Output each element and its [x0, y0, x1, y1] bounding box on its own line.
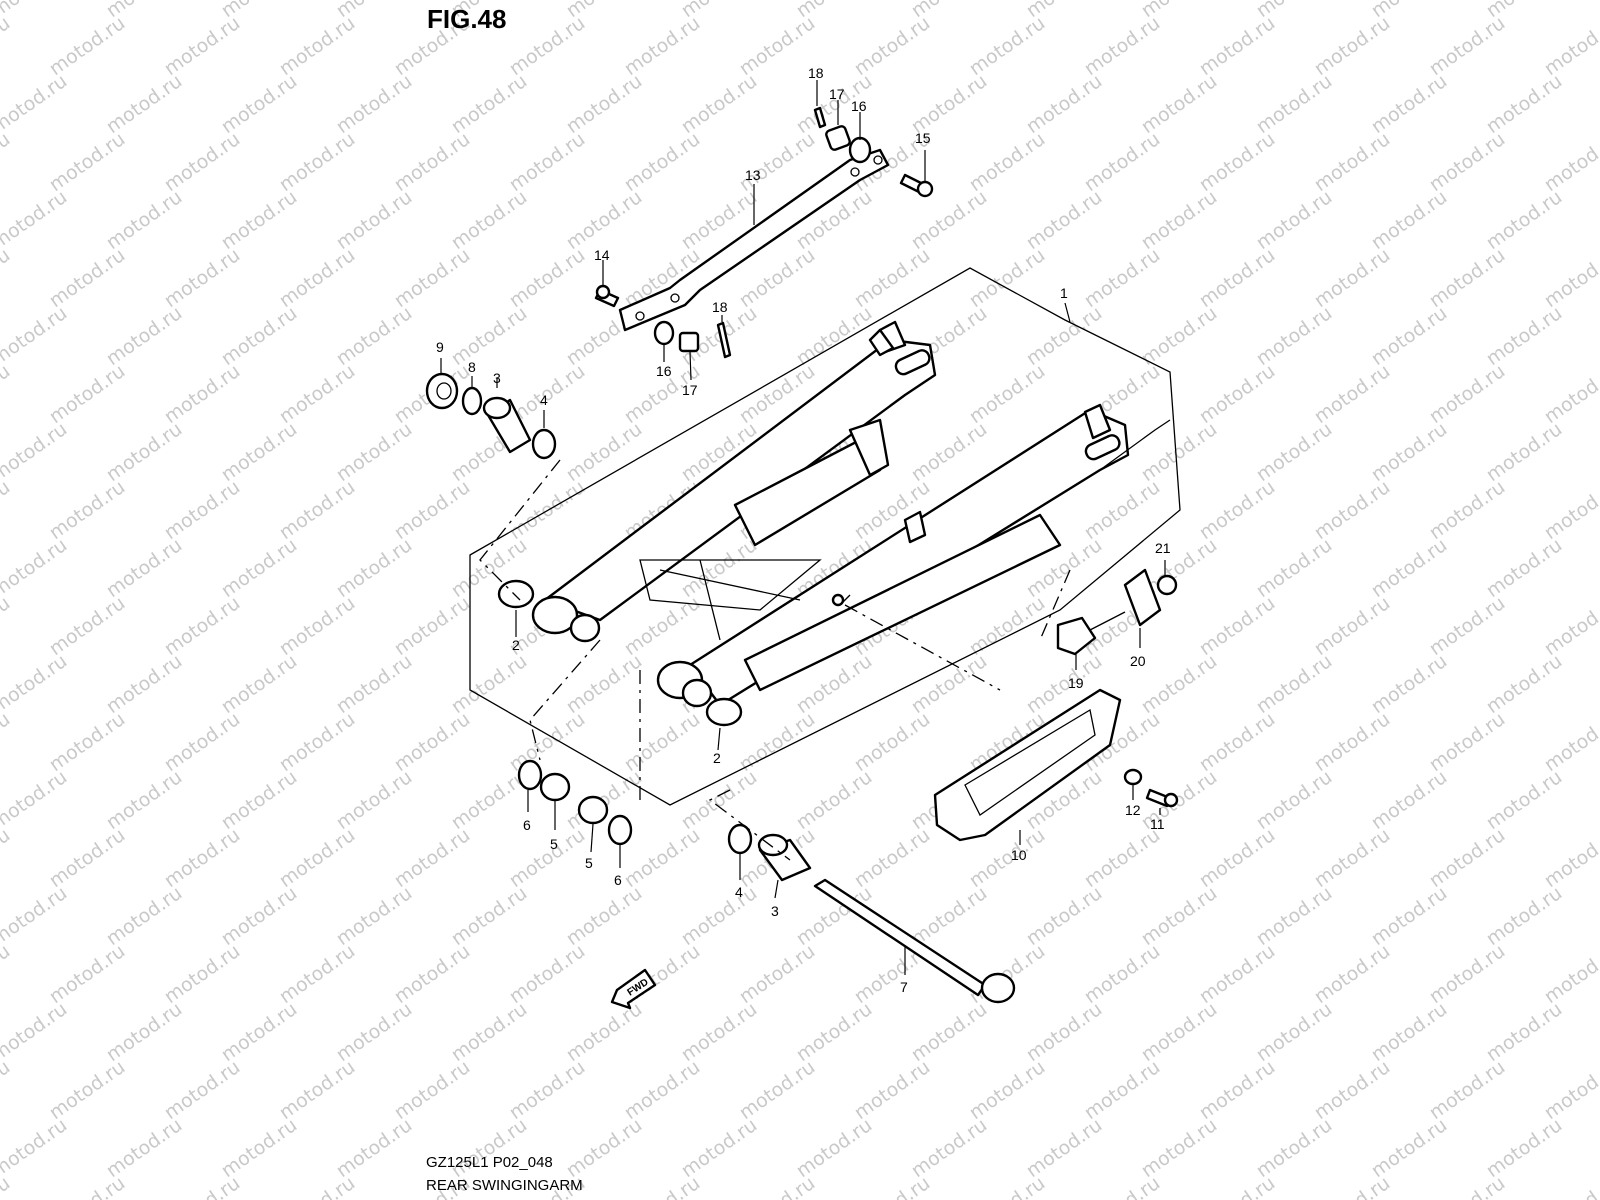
callout-20: 20 [1130, 653, 1146, 669]
callout-4b: 4 [735, 884, 743, 900]
callout-16b: 16 [656, 363, 672, 379]
callout-10: 10 [1011, 847, 1027, 863]
callout-15: 15 [915, 130, 931, 146]
callout-5a: 5 [550, 836, 558, 852]
callout-2a: 2 [512, 637, 520, 653]
callout-1: 1 [1060, 285, 1068, 301]
callout-21: 21 [1155, 540, 1171, 556]
callout-17a: 17 [829, 86, 845, 102]
callout-2b: 2 [713, 750, 721, 766]
callout-labels: 1 2 2 3 3 4 4 5 5 6 6 7 8 9 10 11 12 13 … [436, 65, 1171, 995]
callout-3b: 3 [771, 903, 779, 919]
callout-13: 13 [745, 167, 761, 183]
callout-17b: 17 [682, 382, 698, 398]
callout-12: 12 [1125, 802, 1141, 818]
callout-9: 9 [436, 339, 444, 355]
figure-title: FIG.48 [427, 4, 507, 34]
callout-11: 11 [1150, 816, 1165, 832]
centerlines [479, 459, 1071, 861]
callout-5b: 5 [585, 855, 593, 871]
callout-14: 14 [594, 247, 610, 263]
fwd-arrow-icon: FWD [610, 968, 657, 1010]
drawing-code: GZ125L1 P02_048 [426, 1154, 553, 1171]
callout-8: 8 [468, 359, 476, 375]
swingarm-body [531, 320, 1171, 708]
assembly-outline [469, 267, 1181, 806]
torque-link-13 [618, 148, 890, 332]
callout-6a: 6 [523, 817, 531, 833]
callout-6b: 6 [614, 872, 622, 888]
leader-lines [440, 80, 1166, 975]
callout-4a: 4 [540, 392, 548, 408]
drawing-name: REAR SWINGINGARM [426, 1177, 583, 1194]
callout-18b: 18 [712, 299, 728, 315]
hardware-group [425, 106, 1179, 1004]
callout-18a: 18 [808, 65, 824, 81]
callout-19: 19 [1068, 675, 1084, 691]
callout-7: 7 [900, 979, 908, 995]
callout-16a: 16 [851, 98, 867, 114]
callout-3a: 3 [493, 370, 501, 386]
